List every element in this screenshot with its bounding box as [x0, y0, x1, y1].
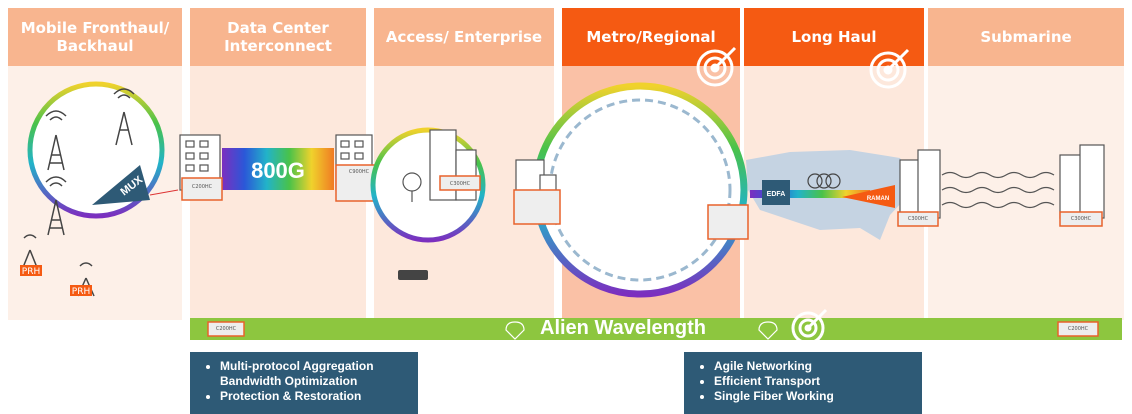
- sea-waves: [941, 171, 1055, 209]
- device-c200hc-right: C200HC: [1057, 321, 1099, 337]
- svg-text:C200HC: C200HC: [192, 184, 213, 190]
- column-header-submarine: Submarine: [928, 8, 1124, 66]
- feature-box-right: Agile Networking Efficient Transport Sin…: [684, 352, 922, 414]
- svg-text:RAMAN: RAMAN: [867, 196, 889, 202]
- skyline-icon: [899, 144, 1105, 219]
- device-c300hc-sub-right: C300HC: [1059, 211, 1103, 227]
- column-header-dci: Data Center Interconnect: [190, 8, 366, 66]
- mux-shape: [92, 165, 150, 205]
- target-icon: [869, 48, 910, 89]
- svg-text:PRH: PRH: [22, 267, 40, 277]
- svg-text:C300HC: C300HC: [450, 181, 471, 187]
- column-header-mobile: Mobile Fronthaul/ Backhaul: [8, 8, 182, 66]
- feature-item: Multi-protocol Aggregation: [220, 359, 408, 374]
- svg-text:EDFA: EDFA: [767, 191, 786, 198]
- svg-text:C200HC: C200HC: [1068, 326, 1089, 332]
- edfa-block: EDFA: [762, 180, 790, 205]
- long-haul-fiber: [750, 190, 870, 198]
- column-header-metro: Metro/Regional: [562, 8, 740, 66]
- feature-item: Bandwidth Optimization: [220, 374, 358, 388]
- device-c300hc: C300HC: [439, 175, 481, 191]
- target-icon: [696, 46, 737, 87]
- raman-block: RAMAN: [842, 185, 895, 208]
- svg-text:PRH: PRH: [72, 287, 90, 297]
- svg-text:C300HC: C300HC: [908, 216, 929, 222]
- device-c900hc-metro-right: [707, 204, 749, 240]
- feature-item: Protection & Restoration: [220, 389, 408, 404]
- device-c200hc: C200HC: [181, 177, 223, 201]
- speed-label: 800G: [251, 158, 305, 183]
- column-header-longhaul: Long Haul: [744, 8, 924, 66]
- device-c300hc-sub-left: C300HC: [897, 211, 939, 227]
- feature-item: Single Fiber Working: [714, 389, 912, 404]
- target-icon: [791, 308, 828, 345]
- svg-text:C900HC: C900HC: [349, 169, 370, 175]
- fiber-coil-icon: [807, 173, 841, 189]
- feature-box-left: Multi-protocol Aggregation Bandwidth Opt…: [190, 352, 418, 414]
- alien-wavelength-label: Alien Wavelength: [540, 317, 706, 339]
- 800g-bar: [222, 148, 334, 190]
- feature-item: Efficient Transport: [714, 374, 912, 389]
- feature-item: Agile Networking: [714, 359, 912, 374]
- alien-icon: [505, 321, 778, 340]
- edge-device-icon: [398, 270, 428, 280]
- alien-wavelength-bar: [190, 318, 1122, 340]
- prh-badge: PRH PRH: [20, 265, 92, 297]
- column-header-access: Access/ Enterprise: [374, 8, 554, 66]
- svg-text:C300HC: C300HC: [1071, 216, 1092, 222]
- device-c200hc-left: C200HC: [207, 321, 245, 337]
- metro-ring: [532, 82, 748, 298]
- svg-text:C200HC: C200HC: [216, 326, 237, 332]
- device-c900hc-metro: [513, 189, 561, 225]
